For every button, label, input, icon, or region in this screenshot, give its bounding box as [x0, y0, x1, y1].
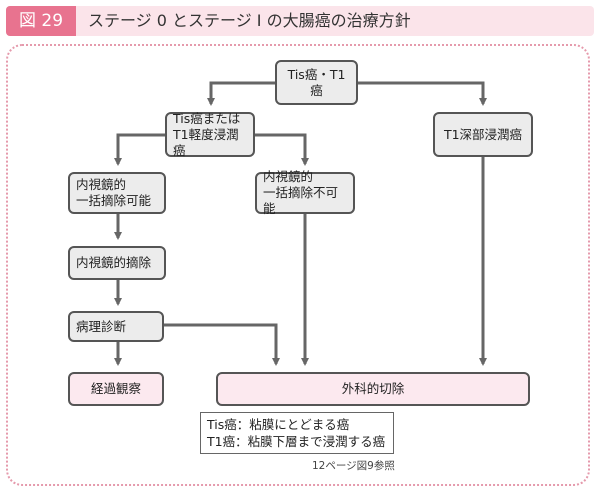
edge-light-to-impossible: [255, 133, 309, 166]
edge-tis-t1-to-light: [207, 81, 275, 106]
node-endo-impossible: 内視鏡的 一括摘除不可能: [255, 169, 355, 216]
node-tis-or-t1-light-line1: Tis癌または: [173, 110, 241, 126]
node-tis-or-t1-light: Tis癌または T1軽度浸潤癌: [165, 110, 255, 158]
node-surgery-label: 外科的切除: [341, 381, 405, 396]
figure-header: 図 29 ステージ 0 とステージ I の大腸癌の治療方針: [6, 6, 594, 36]
edge-light-to-possible: [114, 133, 165, 166]
node-endo-resection-label: 内視鏡的摘除: [76, 255, 152, 270]
node-pathology: 病理診断: [68, 311, 164, 342]
note-line-tis: Tis癌：粘膜にとどまる癌: [207, 417, 350, 432]
node-tis-or-t1-light-line2: T1軽度浸潤癌: [173, 126, 239, 158]
node-endo-possible-line2: 一括摘除可能: [76, 193, 152, 208]
reference-text: 12ページ図9参照: [312, 460, 395, 472]
node-t1-deep: T1深部浸潤癌: [433, 112, 533, 157]
node-follow-up: 経過観察: [68, 372, 164, 406]
node-tis-t1: Tis癌・T1癌: [275, 60, 358, 105]
figure-title: ステージ 0 とステージ I の大腸癌の治療方針: [88, 11, 411, 30]
node-endo-impossible-line1: 内視鏡的: [263, 169, 314, 184]
node-endo-possible-line1: 内視鏡的: [76, 177, 127, 192]
node-tis-t1-label: Tis癌・T1癌: [287, 66, 346, 98]
node-endo-possible: 内視鏡的 一括摘除可能: [68, 172, 166, 214]
diagram-frame: [6, 44, 590, 486]
definition-note: Tis癌：粘膜にとどまる癌 T1癌：粘膜下層まで浸潤する癌: [200, 412, 394, 454]
figure-number: 図 29: [6, 6, 76, 36]
node-endo-resection: 内視鏡的摘除: [68, 246, 166, 280]
note-line-t1: T1癌：粘膜下層まで浸潤する癌: [207, 434, 386, 449]
node-pathology-label: 病理診断: [76, 318, 127, 334]
edge-tis-t1-to-deep: [358, 81, 487, 106]
node-follow-up-label: 経過観察: [90, 381, 141, 396]
node-endo-impossible-line2: 一括摘除不可能: [263, 185, 339, 216]
node-t1-deep-label: T1深部浸潤癌: [443, 126, 523, 142]
node-surgery: 外科的切除: [216, 372, 530, 406]
edge-pathology-to-surgery: [164, 323, 280, 366]
